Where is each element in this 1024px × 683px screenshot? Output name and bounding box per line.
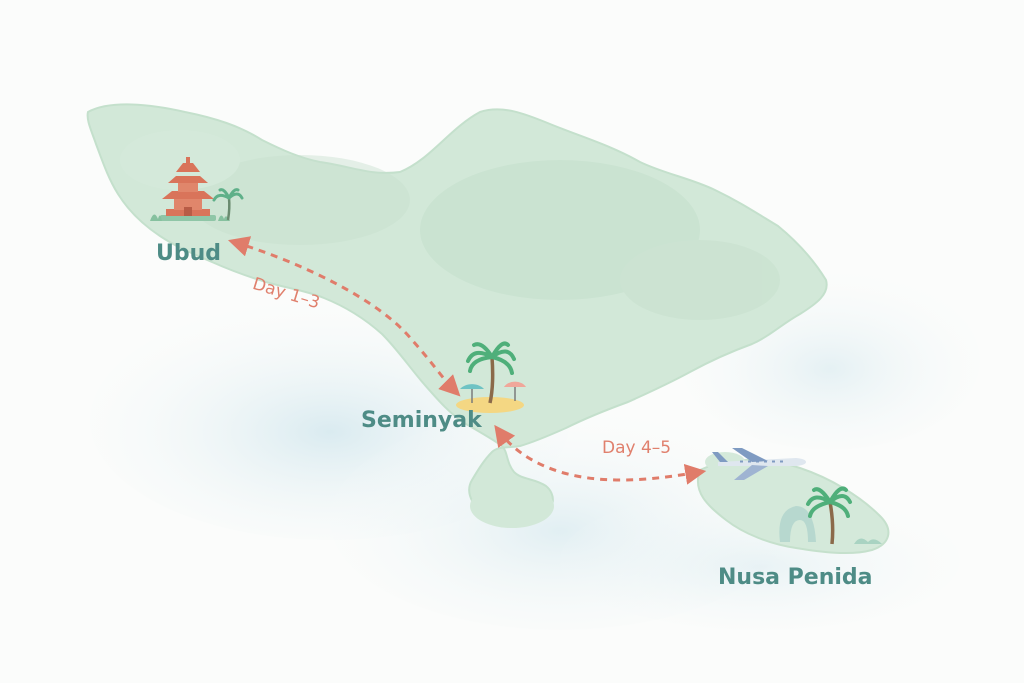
route-seminyak-nusa-penida bbox=[494, 424, 707, 485]
beach-umbrella-palm-icon bbox=[456, 341, 526, 413]
place-label-seminyak: Seminyak bbox=[361, 408, 482, 433]
place-label-ubud: Ubud bbox=[156, 241, 222, 266]
route-ubud-seminyak bbox=[227, 236, 461, 397]
bukit-peninsula bbox=[470, 484, 554, 528]
route-label-day-4-5: Day 4–5 bbox=[602, 438, 672, 458]
land-texture bbox=[120, 130, 780, 320]
airplane-icon bbox=[712, 448, 806, 480]
place-label-nusa-penida: Nusa Penida bbox=[718, 565, 873, 590]
small-palm-icon bbox=[212, 188, 244, 221]
palm-rock-arch-icon bbox=[779, 486, 882, 545]
temple-icon bbox=[150, 157, 230, 221]
nusa-penida-landmass bbox=[696, 459, 890, 555]
